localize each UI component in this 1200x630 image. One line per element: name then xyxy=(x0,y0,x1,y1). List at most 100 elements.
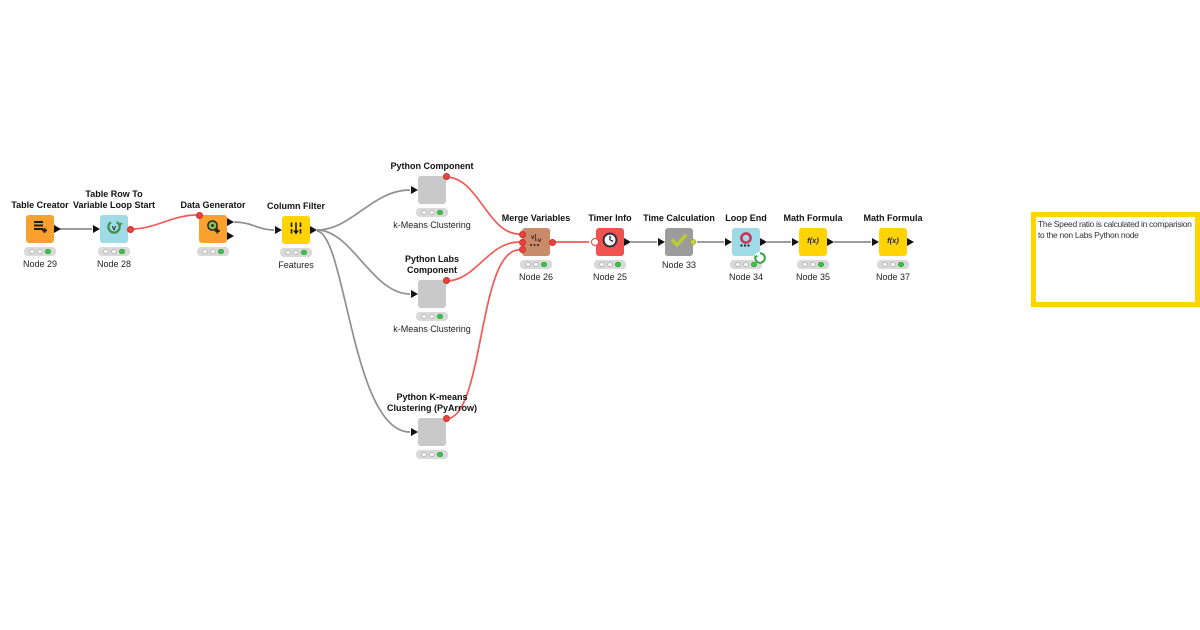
input-port[interactable] xyxy=(657,237,665,246)
traffic-light-green xyxy=(437,209,443,216)
node-math-formula-35-body[interactable]: f(x) xyxy=(799,228,827,256)
metanode-output-port[interactable] xyxy=(690,239,696,245)
node-merge-variables-body[interactable]: v]-v xyxy=(522,228,550,256)
traffic-light-off xyxy=(599,261,605,268)
traffic-light-off xyxy=(285,249,291,256)
node-title[interactable]: Merge Variables xyxy=(456,213,616,224)
svg-text:f(x): f(x) xyxy=(887,236,899,245)
node-label[interactable]: Node 34 xyxy=(728,272,764,282)
node-data-generator-body[interactable] xyxy=(199,215,227,243)
input-port[interactable] xyxy=(410,289,418,298)
node-title[interactable]: Timer Info xyxy=(530,213,690,224)
output-port-1[interactable] xyxy=(227,217,234,226)
traffic-light-green xyxy=(437,451,443,458)
timer-icon xyxy=(601,231,619,254)
traffic-light-off xyxy=(111,248,117,255)
wire-python-labs-to-merge[interactable] xyxy=(445,241,520,282)
node-table-row-to-variable-loop-start-body[interactable]: v xyxy=(100,215,128,243)
flow-variable-output-port[interactable] xyxy=(442,414,450,422)
output-port[interactable] xyxy=(310,225,317,234)
node-title[interactable]: Loop End xyxy=(666,213,826,224)
input-port[interactable] xyxy=(274,225,282,234)
traffic-light xyxy=(98,247,130,256)
node-loop-end-body[interactable] xyxy=(732,228,760,256)
svg-text:v]: v] xyxy=(531,235,536,241)
wire-column-filter-to-python-pyarrow[interactable] xyxy=(316,230,411,433)
node-title[interactable]: Math Formula xyxy=(733,213,893,224)
flow-variable-input-port[interactable] xyxy=(195,211,203,219)
traffic-light-off xyxy=(293,249,299,256)
flow-variable-output-port[interactable] xyxy=(549,238,556,246)
wire-data-generator-to-column-filter[interactable] xyxy=(233,221,275,231)
node-label[interactable]: k-Means Clustering xyxy=(393,220,471,230)
node-table-creator-body[interactable] xyxy=(26,215,54,243)
node-label[interactable]: Node 33 xyxy=(661,260,697,270)
node-label[interactable]: Node 35 xyxy=(795,272,831,282)
input-port[interactable] xyxy=(724,237,732,246)
input-port[interactable] xyxy=(871,237,879,246)
node-label[interactable]: Node 25 xyxy=(592,272,628,282)
traffic-light xyxy=(520,260,552,269)
node-python-component-body[interactable] xyxy=(418,176,446,204)
input-port[interactable] xyxy=(410,185,418,194)
node-title-line: Loop End xyxy=(725,213,767,223)
wire-python-component-to-merge[interactable] xyxy=(445,176,520,235)
output-port[interactable] xyxy=(624,237,631,246)
traffic-light xyxy=(797,260,829,269)
node-title[interactable]: Column Filter xyxy=(216,201,376,212)
node-title[interactable]: Table Creator xyxy=(0,200,120,211)
node-title[interactable]: Data Generator xyxy=(133,200,293,211)
node-title-line: Clustering (PyArrow) xyxy=(386,403,477,413)
wire-column-filter-to-python-component[interactable] xyxy=(316,189,411,231)
node-label[interactable]: k-Means Clustering xyxy=(393,324,471,334)
traffic-light-off xyxy=(525,261,531,268)
node-label[interactable]: Node 28 xyxy=(96,259,132,269)
input-port[interactable] xyxy=(410,427,418,436)
node-title-line: Component xyxy=(407,265,457,275)
node-python-labs-component-body[interactable] xyxy=(418,280,446,308)
node-title-line: Python Labs xyxy=(404,254,459,264)
traffic-light-off xyxy=(103,248,109,255)
node-time-calculation-body[interactable] xyxy=(665,228,693,256)
traffic-light-off xyxy=(210,248,216,255)
flow-variable-output-port[interactable] xyxy=(442,276,450,284)
node-title[interactable]: Time Calculation xyxy=(599,213,759,224)
output-port[interactable] xyxy=(760,237,767,246)
output-port[interactable] xyxy=(54,224,61,233)
flow-variable-input-port-3[interactable] xyxy=(518,246,526,253)
column-filter-icon xyxy=(287,219,305,242)
wire-loop-start-to-data-generator[interactable] xyxy=(130,214,198,230)
flow-variable-input-port-1[interactable] xyxy=(518,231,526,238)
wire-column-filter-to-python-labs[interactable] xyxy=(316,229,411,295)
flow-variable-input-port[interactable] xyxy=(591,238,599,246)
node-title[interactable]: Math Formula xyxy=(813,213,973,224)
node-label[interactable]: Features xyxy=(278,260,314,270)
node-label[interactable]: Node 29 xyxy=(22,259,58,269)
traffic-light-green xyxy=(437,313,443,320)
loop-refresh-icon[interactable] xyxy=(753,251,767,265)
flow-variable-input-port-2[interactable] xyxy=(518,239,526,246)
output-port[interactable] xyxy=(907,237,914,246)
workflow-annotation[interactable]: The Speed ratio is calculated in compari… xyxy=(1031,212,1200,307)
svg-text:-v: -v xyxy=(536,238,542,244)
node-label[interactable]: Node 37 xyxy=(875,272,911,282)
node-column-filter-body[interactable] xyxy=(282,216,310,244)
traffic-light-green xyxy=(119,248,125,255)
flow-variable-output-port[interactable] xyxy=(442,172,450,180)
output-port[interactable] xyxy=(827,237,834,246)
node-title[interactable]: Python Component xyxy=(352,161,512,172)
flow-variable-output-port[interactable] xyxy=(127,225,134,233)
node-label[interactable]: Node 26 xyxy=(518,272,554,282)
input-port[interactable] xyxy=(92,224,100,233)
wire-python-pyarrow-to-merge[interactable] xyxy=(445,249,520,420)
node-python-kmeans-pyarrow-body[interactable] xyxy=(418,418,446,446)
node-title-line: Table Creator xyxy=(11,200,69,210)
node-timer-info-body[interactable] xyxy=(596,228,624,256)
input-port[interactable] xyxy=(791,237,799,246)
node-math-formula-37-body[interactable]: f(x) xyxy=(879,228,907,256)
output-port-2[interactable] xyxy=(227,231,234,240)
